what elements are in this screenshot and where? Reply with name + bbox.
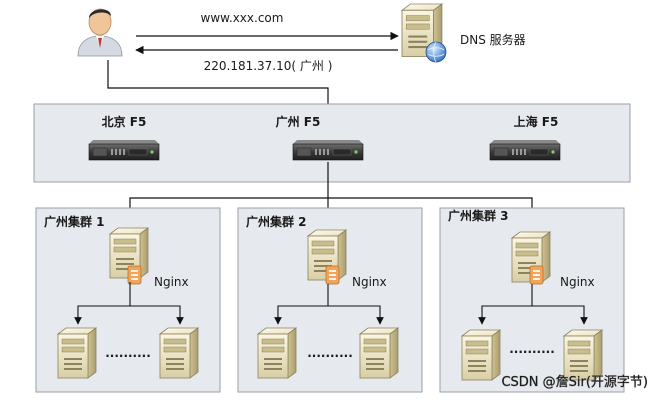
cluster-3-dots: ·········· [509, 345, 555, 359]
f5-device-icon-guangzhou [292, 139, 364, 161]
backend-server-icon [257, 327, 297, 379]
cluster-1-nginx-label: Nginx [154, 275, 189, 289]
f5-device-icon-beijing [88, 139, 160, 161]
f5-beijing: 北京 F5 [88, 114, 160, 161]
globe-icon [425, 41, 447, 63]
cluster-3-fanout-right [532, 305, 588, 325]
nginx-badge-icon [325, 265, 340, 285]
cluster-1-dots: ·········· [105, 349, 151, 363]
watermark: CSDN @詹Sir(开源字节) [501, 375, 648, 390]
cluster-3-fanout [478, 284, 533, 325]
nginx-badge-icon [529, 265, 544, 285]
f5-label-shanghai: 上海 F5 [514, 114, 559, 129]
cluster-2-label: 广州集群 2 [246, 214, 307, 229]
cluster-3: 广州集群 3 Nginx ·········· [439, 207, 625, 393]
f5-label-guangzhou: 广州 F5 [276, 114, 321, 129]
cluster-1: 广州集群 1 Nginx ·········· [35, 207, 221, 393]
cluster-1-fanout-right [130, 305, 184, 325]
cluster-3-nginx-label: Nginx [560, 275, 595, 289]
backend-server-icon [563, 329, 603, 381]
cluster-3-label: 广州集群 3 [448, 208, 509, 223]
dns-server-label: DNS 服务器 [460, 32, 526, 47]
backend-server-icon [461, 329, 501, 381]
cluster-2-fanout [274, 284, 329, 325]
f5-shanghai: 上海 F5 [489, 114, 561, 161]
cluster-1-label: 广州集群 1 [44, 214, 105, 229]
backend-server-icon [57, 327, 97, 379]
cluster-1-fanout [74, 282, 131, 325]
backend-server-icon [159, 327, 199, 379]
cluster-2-nginx-label: Nginx [352, 275, 387, 289]
nginx-badge-icon [127, 265, 142, 285]
cluster-2-fanout-right [328, 305, 384, 325]
f5-label-beijing: 北京 F5 [102, 114, 147, 129]
f5-device-icon-shanghai [489, 139, 561, 161]
dns-server-icon [401, 3, 447, 63]
backend-server-icon [359, 327, 399, 379]
dns-query-label: www.xxx.com [201, 11, 284, 25]
user-avatar-icon [77, 8, 123, 57]
cluster-2-dots: ·········· [307, 349, 353, 363]
cluster-2: 广州集群 2 Nginx ·········· [237, 207, 423, 393]
f5-guangzhou: 广州 F5 [276, 114, 364, 161]
dns-response-label: 220.181.37.10( 广州 ) [204, 59, 333, 73]
